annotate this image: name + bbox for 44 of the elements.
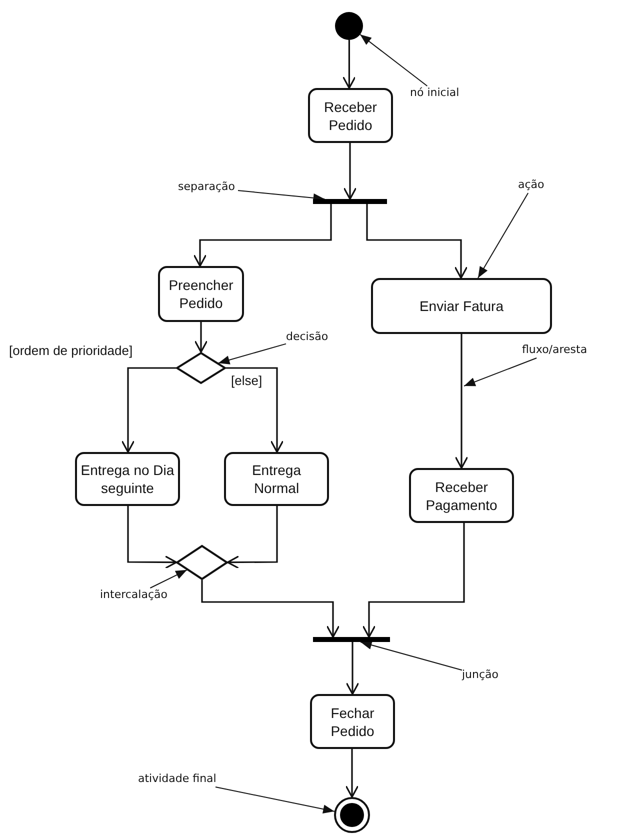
flow-arrow bbox=[345, 749, 359, 798]
leader-line bbox=[218, 343, 286, 364]
flow-arrow bbox=[342, 40, 356, 89]
annotation-label: ação bbox=[518, 178, 547, 193]
leader-line bbox=[478, 192, 529, 278]
flow-arrow bbox=[346, 642, 360, 695]
flow-arrow bbox=[226, 367, 284, 453]
merge-diamond bbox=[176, 545, 228, 580]
action-box: Enviar Fatura bbox=[371, 278, 552, 334]
action-box: Receber Pedido bbox=[308, 88, 393, 143]
annotation-label: separação bbox=[178, 180, 238, 195]
flow-arrow bbox=[194, 322, 208, 353]
final-node bbox=[334, 797, 370, 833]
initial-node bbox=[335, 12, 363, 40]
action-box: Fechar Pedido bbox=[310, 694, 395, 749]
action-box: Receber Pagamento bbox=[409, 468, 514, 523]
action-box: Entrega no Dia seguinte bbox=[75, 452, 180, 506]
flow-arrow bbox=[201, 580, 340, 638]
action-box: Preencher Pedido bbox=[158, 266, 244, 322]
annotation-label: intercalação bbox=[100, 588, 170, 603]
guard-label: [ordem de prioridade] bbox=[8, 343, 134, 358]
flow-arrow bbox=[127, 506, 178, 570]
annotation-label: junção bbox=[462, 668, 501, 683]
join-bar bbox=[313, 637, 390, 642]
flow-arrow bbox=[366, 204, 468, 279]
flow-arrow bbox=[121, 367, 176, 453]
flow-arrow bbox=[193, 204, 332, 267]
leader-line bbox=[360, 640, 462, 671]
leader-line bbox=[360, 34, 428, 86]
flow-arrow bbox=[362, 523, 465, 638]
fork-bar bbox=[313, 199, 387, 204]
flow-arrow bbox=[343, 143, 357, 200]
leader-line bbox=[215, 786, 335, 814]
guard-label: [else] bbox=[230, 373, 264, 388]
action-box: Entrega Normal bbox=[224, 452, 329, 506]
flow-arrow bbox=[454, 334, 468, 469]
leader-line bbox=[464, 358, 538, 386]
annotation-label: decisão bbox=[286, 330, 330, 345]
annotation-label: atividade final bbox=[138, 772, 220, 787]
annotation-label: fluxo/aresta bbox=[522, 343, 590, 358]
leader-line bbox=[150, 569, 188, 588]
flow-arrow bbox=[226, 506, 278, 570]
decision-diamond bbox=[176, 352, 226, 384]
annotation-label: nó inicial bbox=[410, 86, 464, 101]
